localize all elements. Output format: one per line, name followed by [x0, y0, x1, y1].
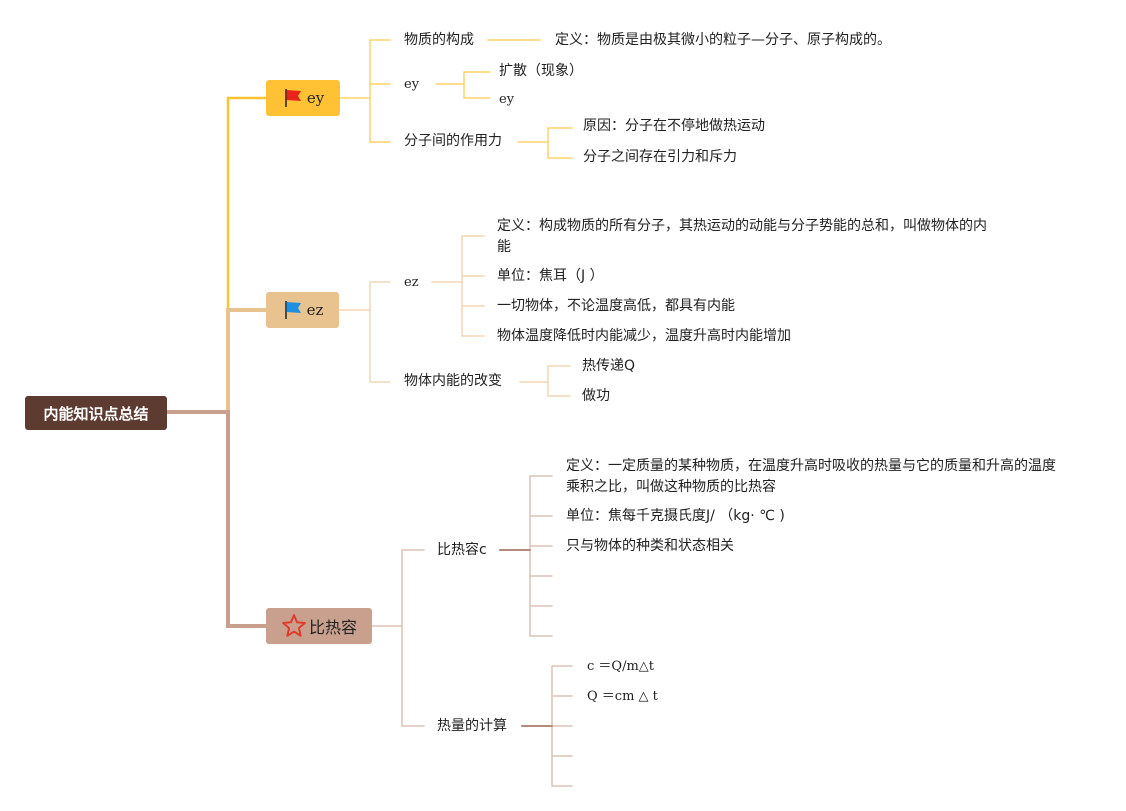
- topic-molecular-forces[interactable]: 分子间的作用力: [404, 133, 502, 149]
- leaf-diffusion[interactable]: 扩散（现象）: [499, 63, 583, 79]
- leaf-specific-heat-definition[interactable]: 定义：一定质量的某种物质，在温度升高时吸收的热量与它的质量和升高的温度乘积之比，…: [566, 458, 1056, 495]
- branch-specific-heat[interactable]: 比热容: [266, 608, 372, 644]
- branch-ey[interactable]: ey: [266, 80, 340, 116]
- topic-matter-composition[interactable]: 物质的构成: [404, 32, 474, 48]
- branch-ez-label: ez: [306, 301, 324, 319]
- topic-specific-heat-c[interactable]: 比热容c: [437, 542, 487, 558]
- topic-ez[interactable]: ez: [404, 275, 419, 290]
- leaf-work[interactable]: 做功: [582, 388, 610, 404]
- leaf-temperature-change[interactable]: 物体温度降低时内能减少，温度升高时内能增加: [497, 328, 791, 344]
- leaf-ey[interactable]: ey: [499, 92, 515, 107]
- leaf-internal-energy-unit[interactable]: 单位：焦耳（J ）: [497, 268, 604, 284]
- leaf-specific-heat-dependence[interactable]: 只与物体的种类和状态相关: [566, 538, 734, 554]
- leaf-internal-energy-definition[interactable]: 定义：构成物质的所有分子，其热运动的动能与分子势能的总和，叫做物体的内能: [497, 218, 987, 255]
- leaf-formula-q[interactable]: Q ＝cm △ t: [587, 689, 658, 704]
- blue-flag-icon: [284, 301, 301, 319]
- topic-heat-calculation[interactable]: 热量的计算: [437, 718, 507, 734]
- branch-ez[interactable]: ez: [266, 292, 339, 328]
- branch-ey-label: ey: [306, 89, 325, 107]
- leaf-specific-heat-unit[interactable]: 单位：焦每千克摄氏度J/ （kg· ℃ ): [566, 508, 785, 524]
- leaf-forces-cause[interactable]: 原因：分子在不停地做热运动: [583, 118, 765, 134]
- leaf-all-objects-have-energy[interactable]: 一切物体，不论温度高低，都具有内能: [497, 298, 735, 314]
- root-topic[interactable]: 内能知识点总结: [25, 396, 167, 430]
- root-topic-label: 内能知识点总结: [43, 404, 149, 423]
- leaf-matter-definition[interactable]: 定义：物质是由极其微小的粒子—分子、原子构成的。: [555, 32, 891, 48]
- topic-ey[interactable]: ey: [404, 77, 420, 92]
- leaf-attraction-repulsion[interactable]: 分子之间存在引力和斥力: [583, 149, 737, 165]
- red-flag-icon: [285, 89, 301, 107]
- leaf-formula-c[interactable]: c ＝Q/m△t: [587, 659, 654, 674]
- branch-specific-heat-label: 比热容: [308, 618, 357, 637]
- star-icon: [282, 614, 306, 637]
- leaf-heat-transfer[interactable]: 热传递Q: [582, 358, 636, 374]
- topic-energy-change[interactable]: 物体内能的改变: [404, 373, 502, 389]
